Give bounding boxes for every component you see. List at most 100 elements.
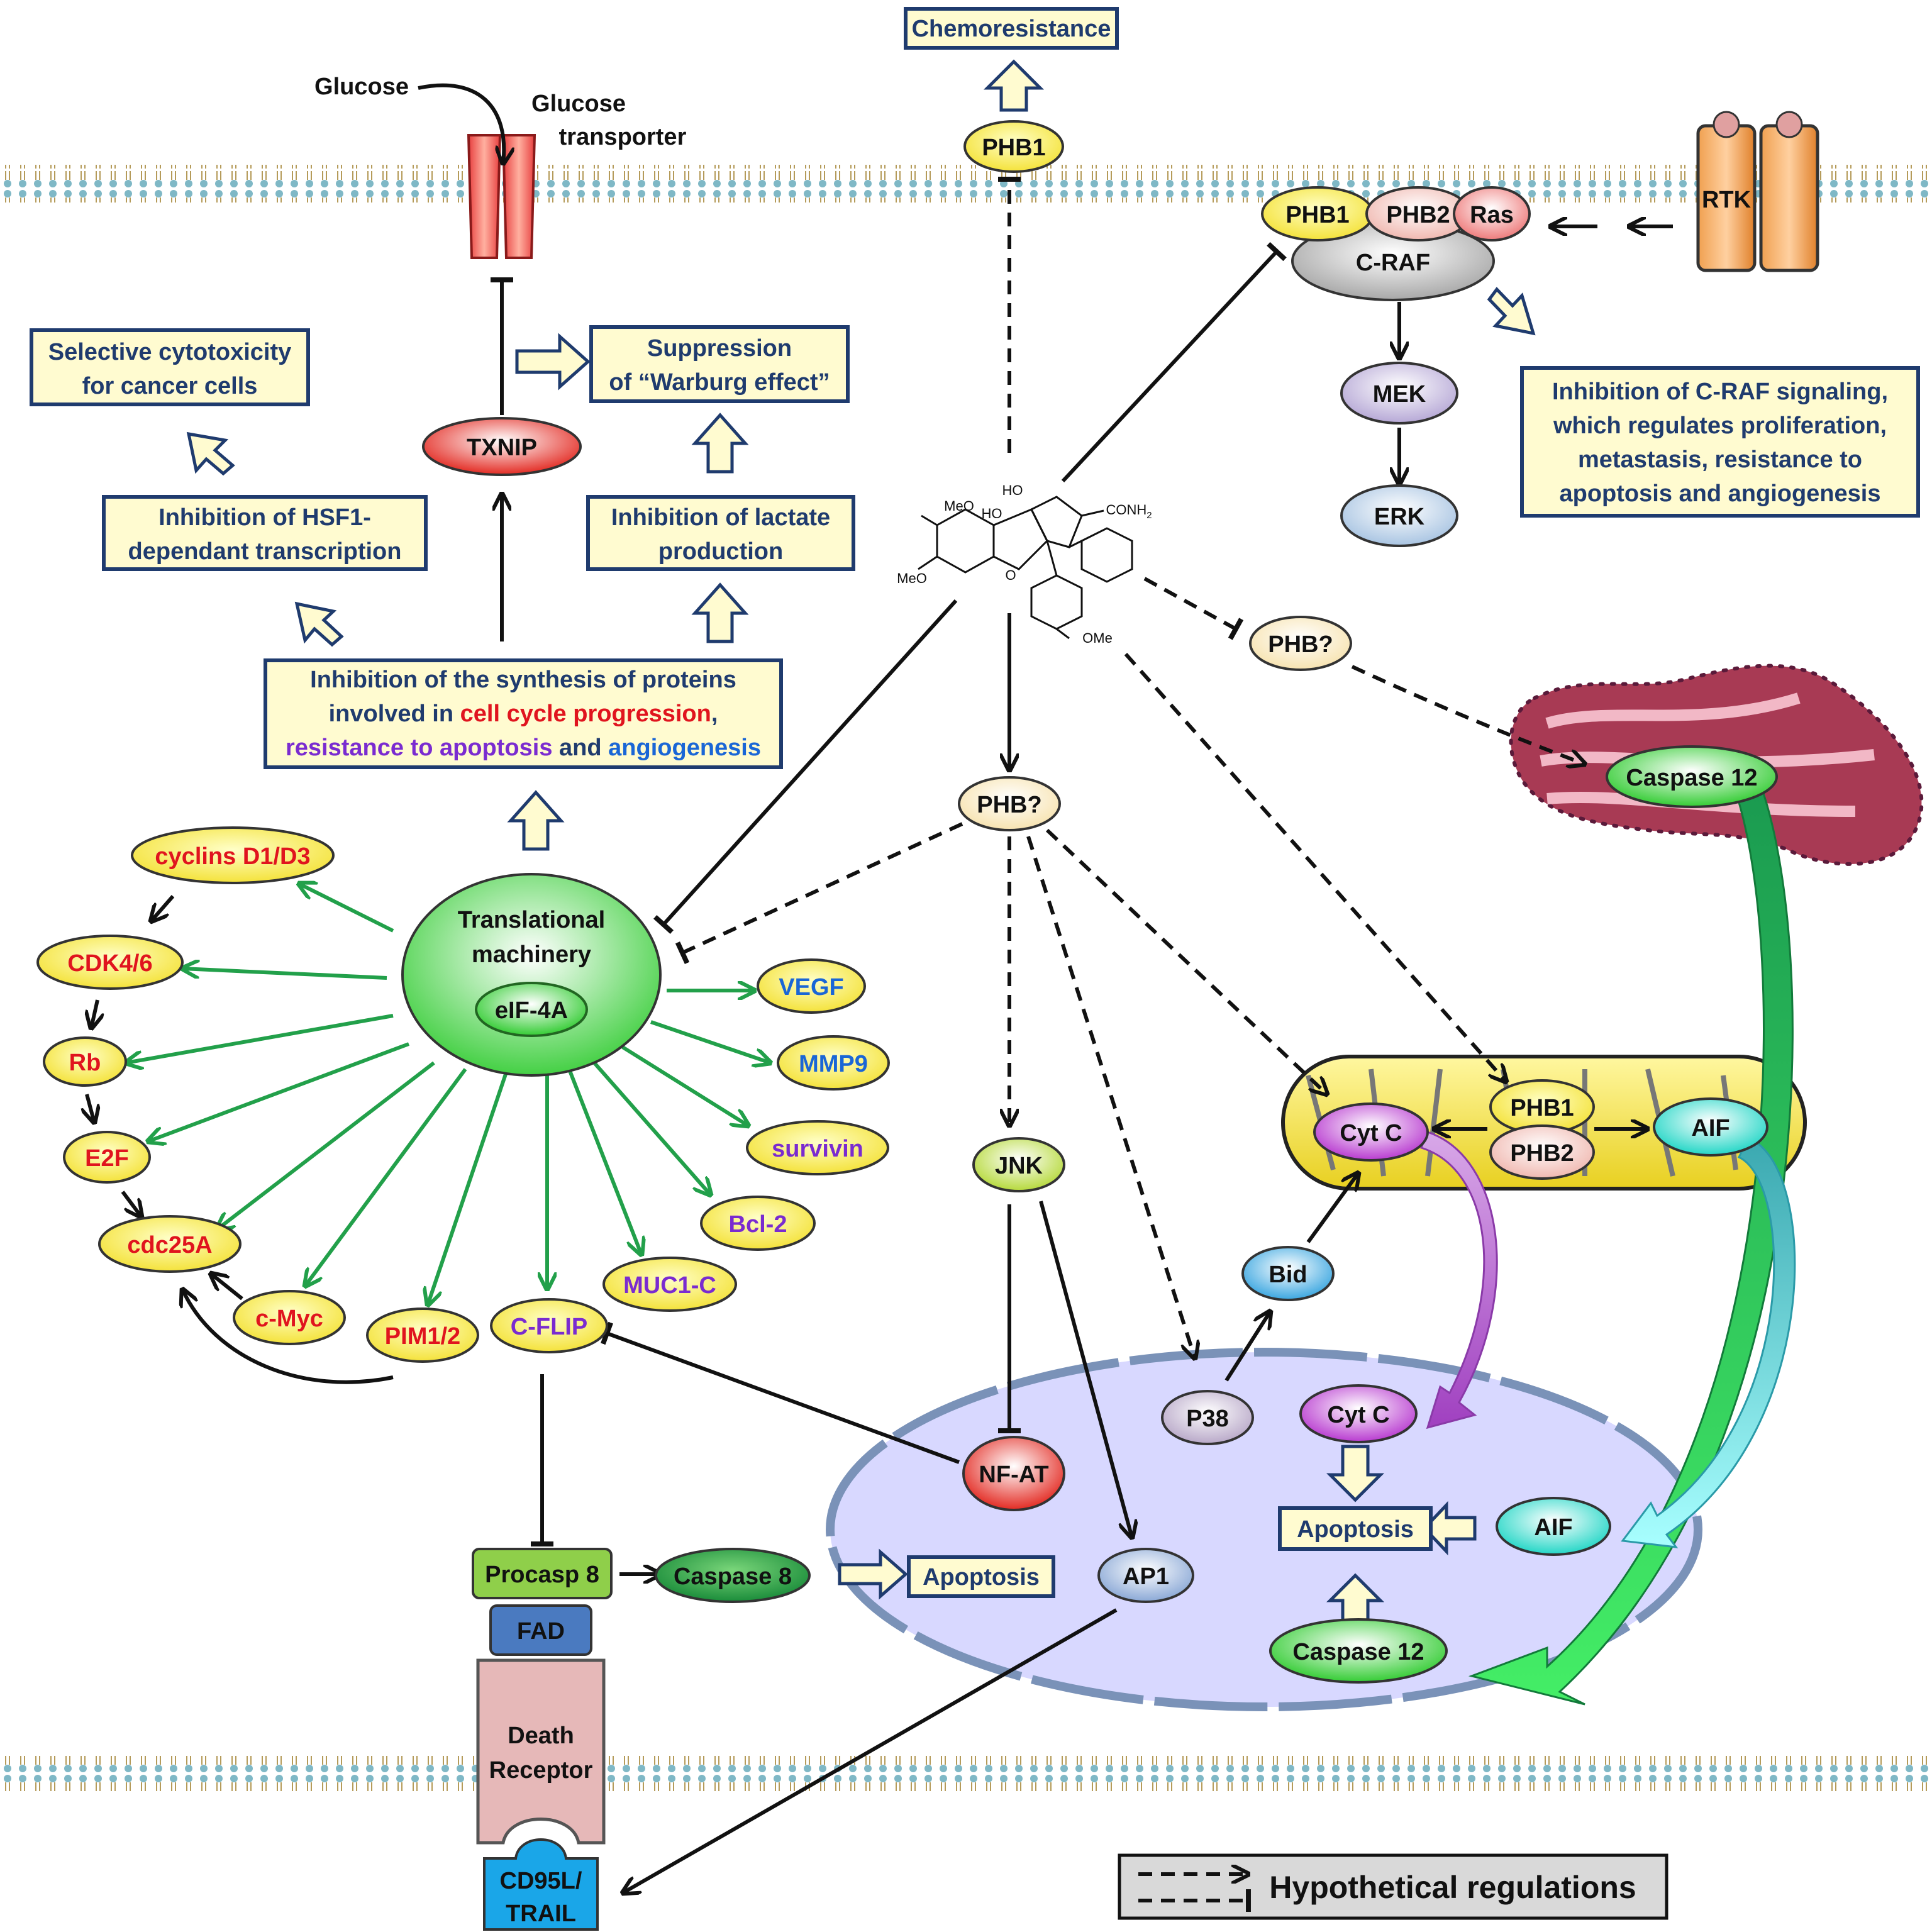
translational-line-1: Translational <box>458 907 605 933</box>
green-curve-arrow <box>1468 785 1794 1706</box>
top-membrane <box>0 165 1932 203</box>
nucleus-aif-label: AIF <box>1534 1514 1572 1541</box>
warburg-line-1: Suppression <box>647 335 792 362</box>
glucose-transporter-label-1: Glucose <box>531 91 626 117</box>
cdk-label: CDK4/6 <box>67 950 152 977</box>
mol-ho-2: HO <box>982 506 1002 521</box>
e2f-label: E2F <box>85 1145 129 1172</box>
mol-meo-2: MeO <box>897 570 927 586</box>
nucleus-apoptosis-box <box>1278 1506 1433 1551</box>
purple-curve-arrow <box>1420 1131 1498 1430</box>
legend-label: Hypothetical regulations <box>1269 1870 1636 1905</box>
er-casp12-label: Caspase 12 <box>1626 765 1757 791</box>
craf-phb1-label: PHB1 <box>1285 202 1349 228</box>
nucleus <box>826 1348 1702 1711</box>
death-receptor <box>476 1658 606 1845</box>
chemoresistance-box <box>904 7 1119 50</box>
mol-o: O <box>1005 567 1016 583</box>
nucleus-apoptosis-label: Apoptosis <box>1297 1516 1414 1543</box>
death-receptor-line-2: Receptor <box>489 1757 593 1784</box>
vegf-label: VEGF <box>779 974 843 1001</box>
cdc25a-label: cdc25A <box>127 1232 212 1258</box>
mol-conh2: CONH2 <box>1106 502 1152 521</box>
glucose-transporter-label-2: transporter <box>559 124 687 150</box>
procasp8-label: Procasp 8 <box>485 1562 599 1588</box>
synthesis-box <box>264 658 783 769</box>
fad-label: FAD <box>517 1618 565 1645</box>
mol-ome: OMe <box>1082 630 1113 646</box>
craf-inhibition-line-1: Inhibition of C-RAF signaling, <box>1552 379 1888 405</box>
caspase8-apoptosis-box <box>907 1555 1055 1598</box>
lactate-box <box>586 495 855 571</box>
cyclins-label: cyclins D1/D3 <box>155 843 310 870</box>
cd95-line-1: CD95L/ <box>500 1868 582 1894</box>
rocaglamide-molecule <box>918 496 1133 640</box>
craf-inhibition-line-3: metastasis, resistance to <box>1578 447 1862 473</box>
survivin-label: survivin <box>772 1136 863 1162</box>
craf-inhibition-line-2: which regulates proliferation, <box>1553 413 1887 439</box>
mito-cytc-label: Cyt C <box>1340 1120 1402 1146</box>
phb-center-label: PHB? <box>977 792 1041 818</box>
hsf1-box <box>102 495 428 571</box>
hollow-arrows <box>186 59 1536 1631</box>
synthesis-line-1: Inhibition of the synthesis of proteins <box>310 667 736 693</box>
selective-line-2: for cancer cells <box>82 373 258 399</box>
warburg-line-2: of “Warburg effect” <box>609 369 830 396</box>
mito-phb1-label: PHB1 <box>1510 1095 1574 1121</box>
craf-inhibition-box <box>1520 366 1920 518</box>
connectors <box>87 83 1673 1893</box>
hsf1-line-1: Inhibition of HSF1- <box>158 504 371 531</box>
nucleus-casp12-label: Caspase 12 <box>1292 1639 1424 1665</box>
rtk-label: RTK <box>1702 187 1752 213</box>
phb-right-label: PHB? <box>1268 631 1333 658</box>
death-receptor-line-1: Death <box>508 1723 574 1749</box>
pim-label: PIM1/2 <box>385 1323 460 1350</box>
translational-line-2: machinery <box>472 941 591 968</box>
lactate-line-2: production <box>658 538 783 565</box>
nfat-label: NF-AT <box>979 1462 1048 1488</box>
caspase8-apoptosis-label: Apoptosis <box>923 1564 1040 1591</box>
mmp9-label: MMP9 <box>799 1051 868 1077</box>
jnk-label: JNK <box>995 1153 1043 1179</box>
fad-box <box>489 1604 592 1656</box>
mito-phb2-label: PHB2 <box>1510 1140 1574 1167</box>
cmyc-label: c-Myc <box>255 1306 323 1332</box>
muc1c-label: MUC1-C <box>623 1272 716 1299</box>
ap1-label: AP1 <box>1123 1563 1169 1590</box>
bottom-membrane <box>0 1756 1932 1794</box>
synthesis-line-2: involved in cell cycle progression, <box>329 701 718 727</box>
erk-label: ERK <box>1374 504 1425 530</box>
lactate-line-1: Inhibition of lactate <box>611 504 830 531</box>
nucleus-cytc-label: Cyt C <box>1327 1402 1389 1428</box>
mito-aif-label: AIF <box>1691 1115 1729 1141</box>
hsf1-line-2: dependant transcription <box>128 538 402 565</box>
mol-ho-1: HO <box>1002 482 1023 498</box>
bcl2-label: Bcl-2 <box>729 1211 787 1238</box>
chemoresistance-label: Chemoresistance <box>912 16 1111 42</box>
legend: Hypothetical regulations <box>1118 1853 1668 1920</box>
casp8-label: Caspase 8 <box>674 1563 792 1590</box>
txnip-label: TXNIP <box>467 435 537 461</box>
synthesis-line-3: resistance to apoptosis and angiogenesis <box>286 735 761 761</box>
craf-label: C-RAF <box>1356 250 1430 276</box>
mol-meo-1: MeO <box>944 498 974 514</box>
warburg-box <box>589 325 850 403</box>
cd95-line-2: TRAIL <box>506 1901 576 1927</box>
cflip-label: C-FLIP <box>511 1314 587 1340</box>
selective-line-1: Selective cytotoxicity <box>48 339 292 365</box>
rb-label: Rb <box>69 1050 101 1076</box>
mek-label: MEK <box>1373 381 1426 408</box>
selective-box <box>30 328 310 406</box>
procasp8-box <box>472 1548 613 1599</box>
craf-phb2-label: PHB2 <box>1386 202 1450 228</box>
bid-label: Bid <box>1269 1262 1307 1288</box>
rtk-receptor <box>1696 111 1819 272</box>
phb1-top-label: PHB1 <box>982 135 1045 161</box>
craf-inhibition-line-4: apoptosis and angiogenesis <box>1560 480 1881 507</box>
nodes: PHB1 C-RAF PHB1 PHB2 Ras MEK ERK TXNIP T… <box>36 120 1778 1684</box>
cd95-ligand <box>483 1838 599 1931</box>
ras-label: Ras <box>1470 202 1514 228</box>
cyan-curve-arrow <box>1621 1137 1796 1548</box>
p38-label: P38 <box>1186 1406 1229 1432</box>
